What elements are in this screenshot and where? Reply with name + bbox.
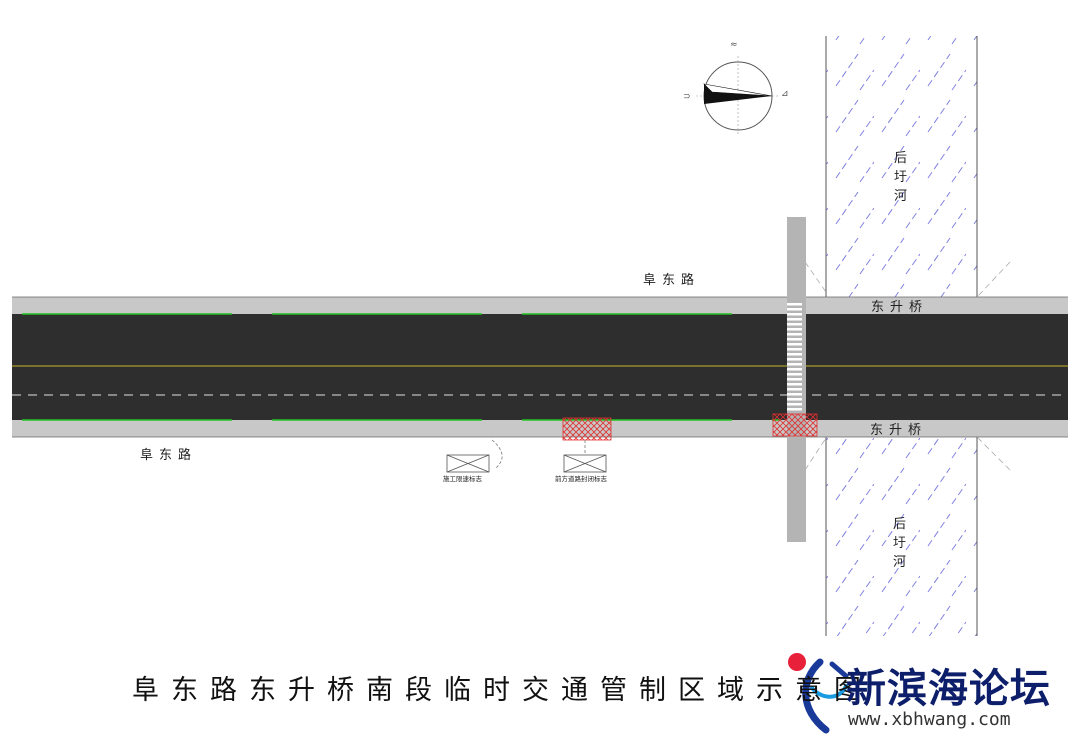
zebra-stripe <box>787 388 802 391</box>
zebra-stripe <box>787 338 802 341</box>
sign-b <box>563 440 607 473</box>
river-label-south-text: 后圩河 <box>893 517 906 570</box>
zebra-stripe <box>787 383 802 386</box>
zebra-crossing <box>787 303 802 411</box>
carriageway <box>12 314 1068 420</box>
zebra-stripe <box>787 308 802 311</box>
zebra-stripe <box>787 393 802 396</box>
zebra-stripe <box>787 303 802 306</box>
zebra-stripe <box>787 368 802 371</box>
zebra-stripe <box>787 403 802 406</box>
river-label-south: 后圩河 <box>893 517 906 570</box>
watermark-url: www.xbhwang.com <box>848 709 1011 730</box>
barrier-zone-a <box>562 417 612 441</box>
sign-a <box>446 439 503 473</box>
road-label-north: 阜东路 <box>643 272 700 288</box>
watermark-logo-icon <box>788 653 849 734</box>
river-label-north: 后圩河 <box>894 151 907 204</box>
diagram-caption: 阜东路东升桥南段临时交通管制区域示意图 <box>132 675 873 706</box>
zebra-stripe <box>787 398 802 401</box>
zebra-stripe <box>787 373 802 376</box>
road <box>12 296 1068 438</box>
sign-b-caption: 前方道路封闭标志 <box>555 474 608 483</box>
svg-text:⊃: ⊃ <box>683 92 691 102</box>
zebra-stripe <box>787 408 802 411</box>
zebra-stripe <box>787 378 802 381</box>
zebra-stripe <box>787 333 802 336</box>
zebra-stripe <box>787 348 802 351</box>
sign-a-caption: 施工限速标志 <box>443 474 483 483</box>
road-label-south: 阜东路 <box>140 447 197 463</box>
bridge-label-south: 东升桥 <box>870 423 927 438</box>
zebra-stripe <box>787 318 802 321</box>
compass-icon: ≈ ⊃ ⊿ <box>683 40 789 136</box>
zebra-stripe <box>787 313 802 316</box>
svg-text:⊿: ⊿ <box>781 89 789 99</box>
river-label-north-text: 后圩河 <box>894 151 907 204</box>
zebra-stripe <box>787 358 802 361</box>
zebra-stripe <box>787 363 802 366</box>
zebra-stripe <box>787 353 802 356</box>
barrier-zone-b <box>772 413 818 437</box>
bridge-label-north: 东升桥 <box>871 300 928 315</box>
zebra-stripe <box>787 328 802 331</box>
zebra-stripe <box>787 323 802 326</box>
svg-text:≈: ≈ <box>730 40 738 50</box>
zebra-stripe <box>787 343 802 346</box>
watermark-title: 新滨海论坛 <box>846 666 1051 712</box>
bridge-corner-lines <box>804 261 1011 471</box>
